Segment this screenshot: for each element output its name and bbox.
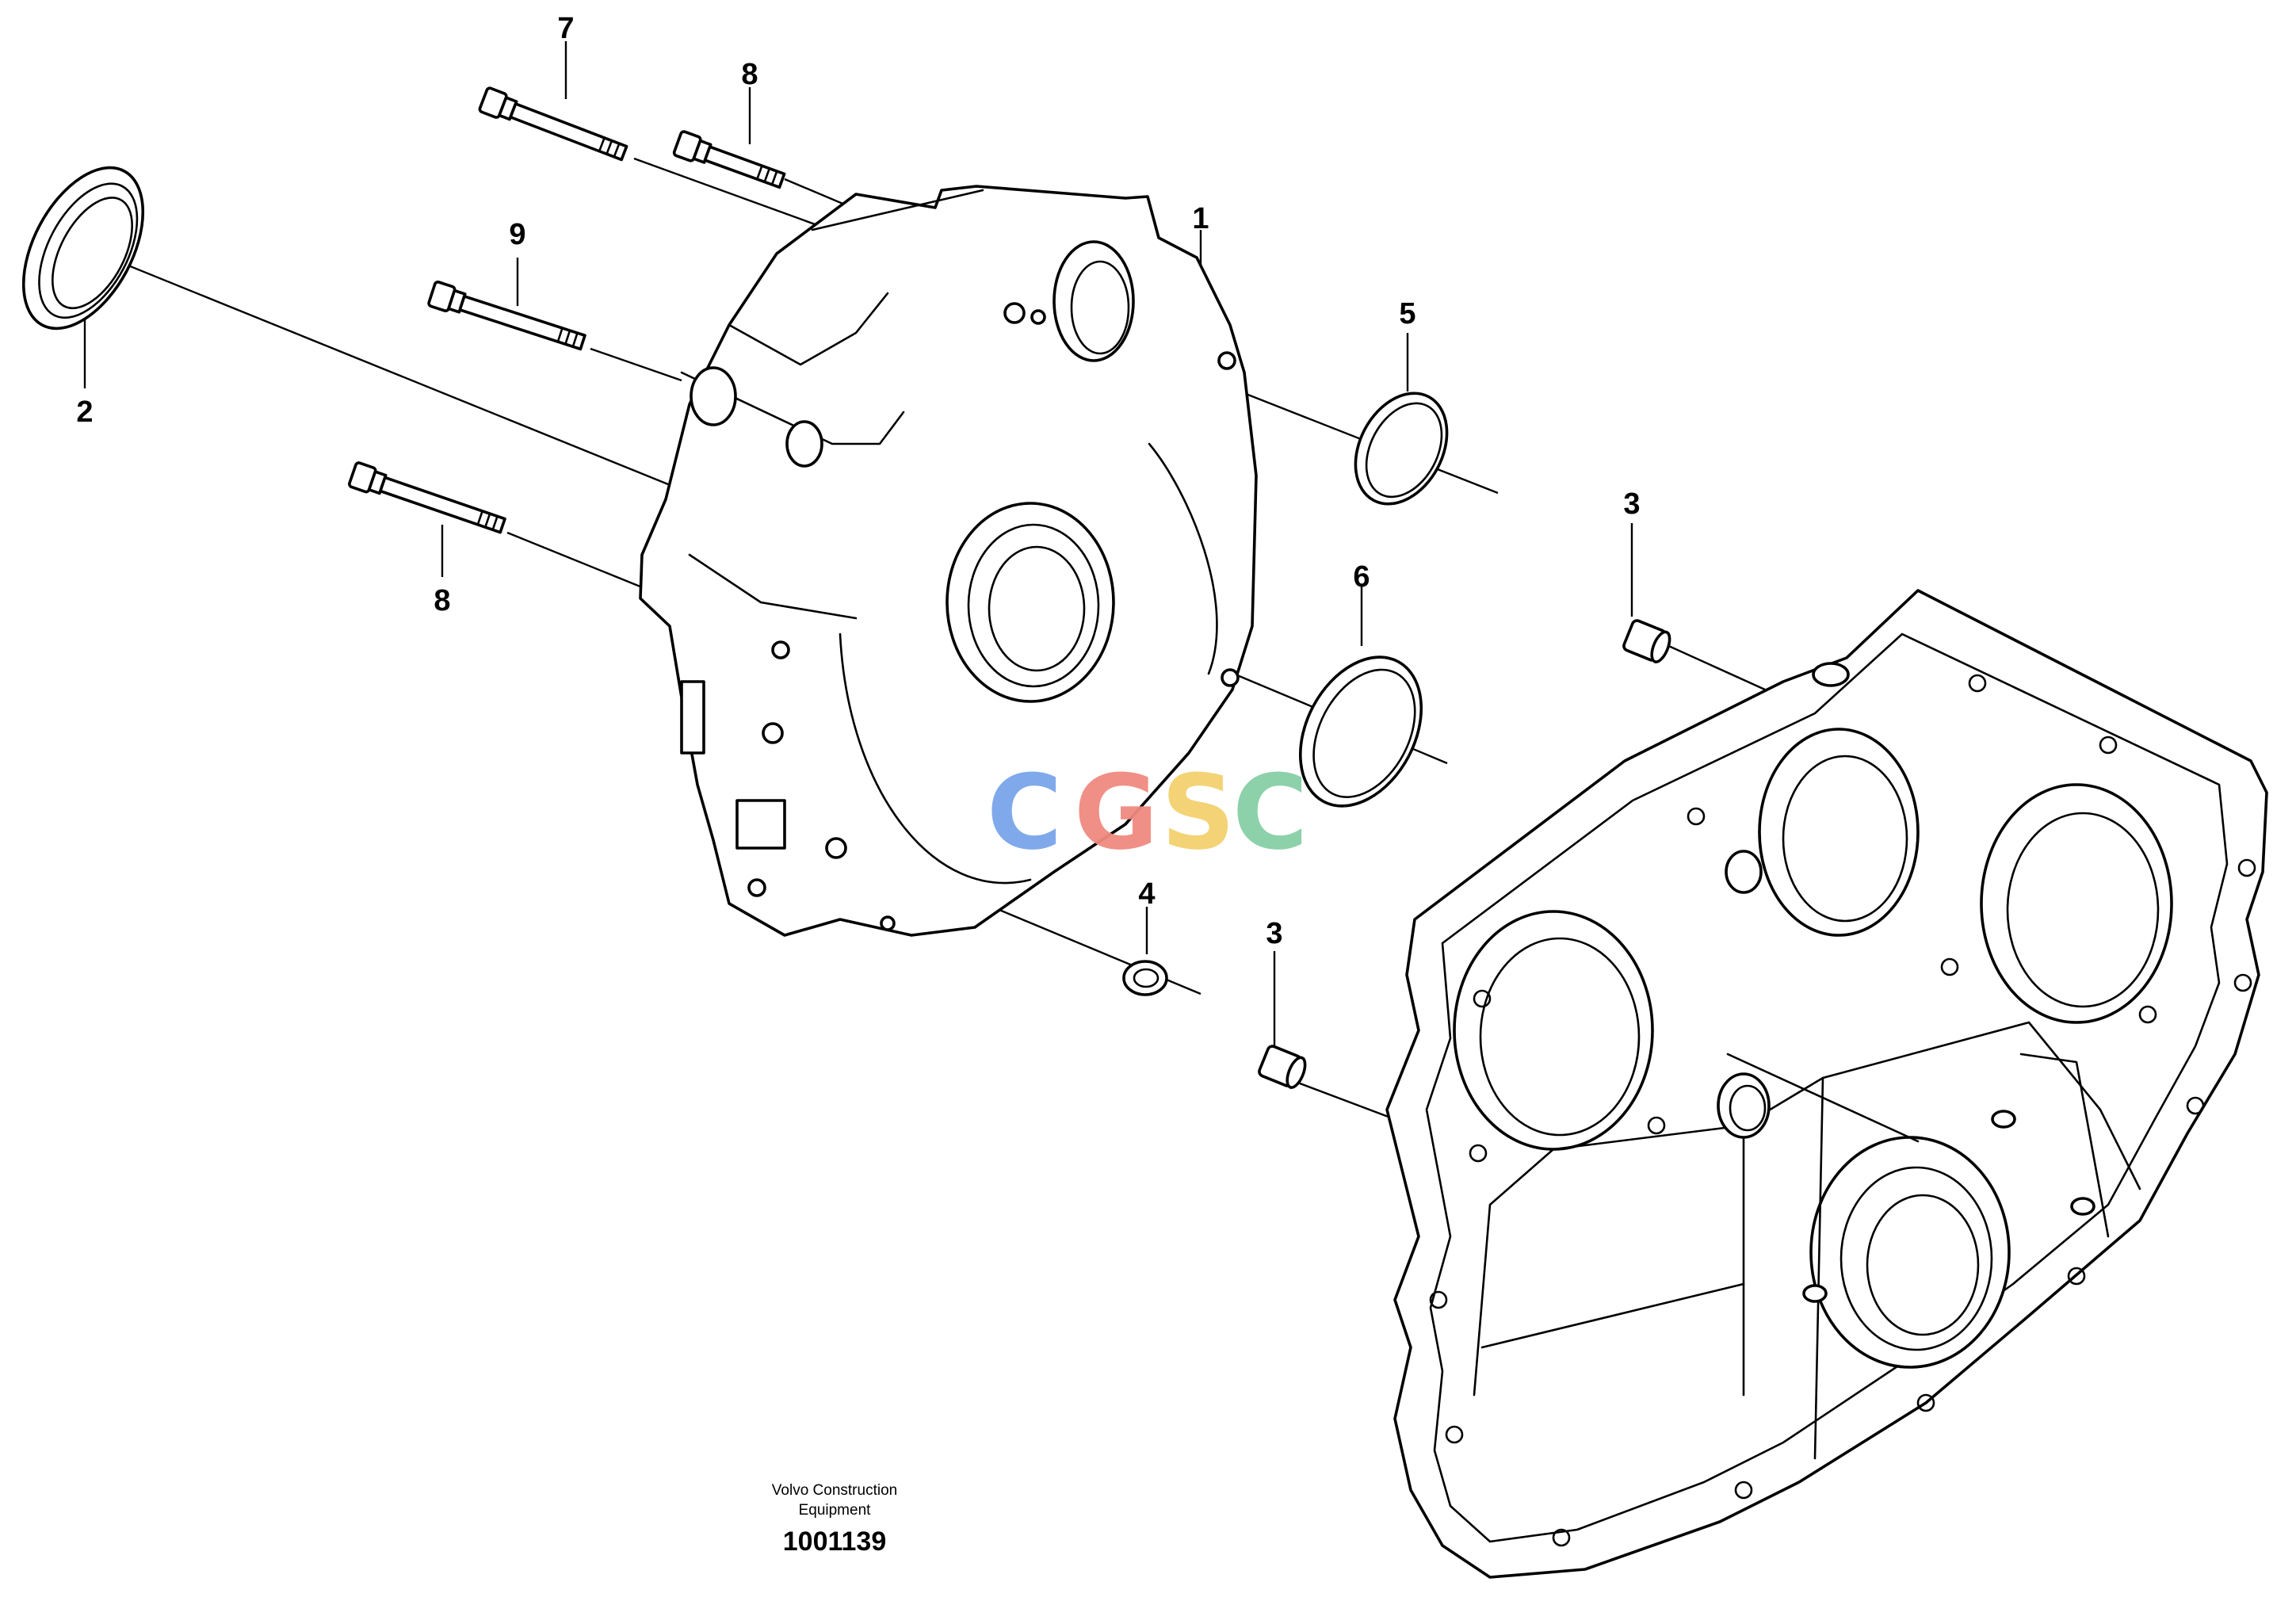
watermark: C G S C (987, 752, 1308, 873)
brand-line-2: Equipment (799, 1502, 872, 1519)
brand-line-1: Volvo Construction (772, 1482, 897, 1499)
brand-block: Volvo Construction Equipment 1001139 (772, 1482, 897, 1557)
callout-4: 4 (1138, 877, 1155, 911)
dowel-sleeve-part-3-lower (1258, 1045, 1307, 1089)
dowel-sleeve-part-3-upper (1622, 619, 1671, 663)
callout-2: 2 (76, 395, 93, 429)
callout-3-lower: 3 (1266, 917, 1282, 950)
callout-3-upper: 3 (1623, 487, 1640, 521)
callout-8-lower: 8 (434, 584, 450, 617)
timing-gear-housing (1385, 589, 2268, 1579)
bolt-part-9 (427, 281, 586, 351)
watermark-letter-3: S (1161, 752, 1236, 873)
front-cover-housing-part (639, 185, 1258, 937)
seal-ring-part (21, 166, 145, 331)
callout-8-upper: 8 (741, 58, 758, 91)
bolt-part-8-upper (672, 130, 786, 189)
watermark-letter-4: C (1232, 752, 1308, 873)
callout-5: 5 (1399, 297, 1415, 331)
bolt-part-7 (478, 86, 628, 162)
washer-part-4 (1122, 960, 1168, 996)
o-ring-part-5 (1354, 392, 1449, 506)
o-ring-part-6 (1298, 655, 1423, 808)
callout-1: 1 (1192, 202, 1209, 235)
callout-7: 7 (557, 12, 574, 45)
watermark-letter-1: C (987, 752, 1062, 873)
callout-labels: 7 8 1 9 2 5 8 6 3 4 3 (76, 12, 1640, 950)
watermark-letter-2: G (1074, 752, 1159, 873)
callout-6: 6 (1353, 560, 1370, 594)
callout-9: 9 (509, 218, 525, 251)
bolt-part-8-lower (348, 461, 506, 534)
document-number: 1001139 (783, 1527, 887, 1557)
